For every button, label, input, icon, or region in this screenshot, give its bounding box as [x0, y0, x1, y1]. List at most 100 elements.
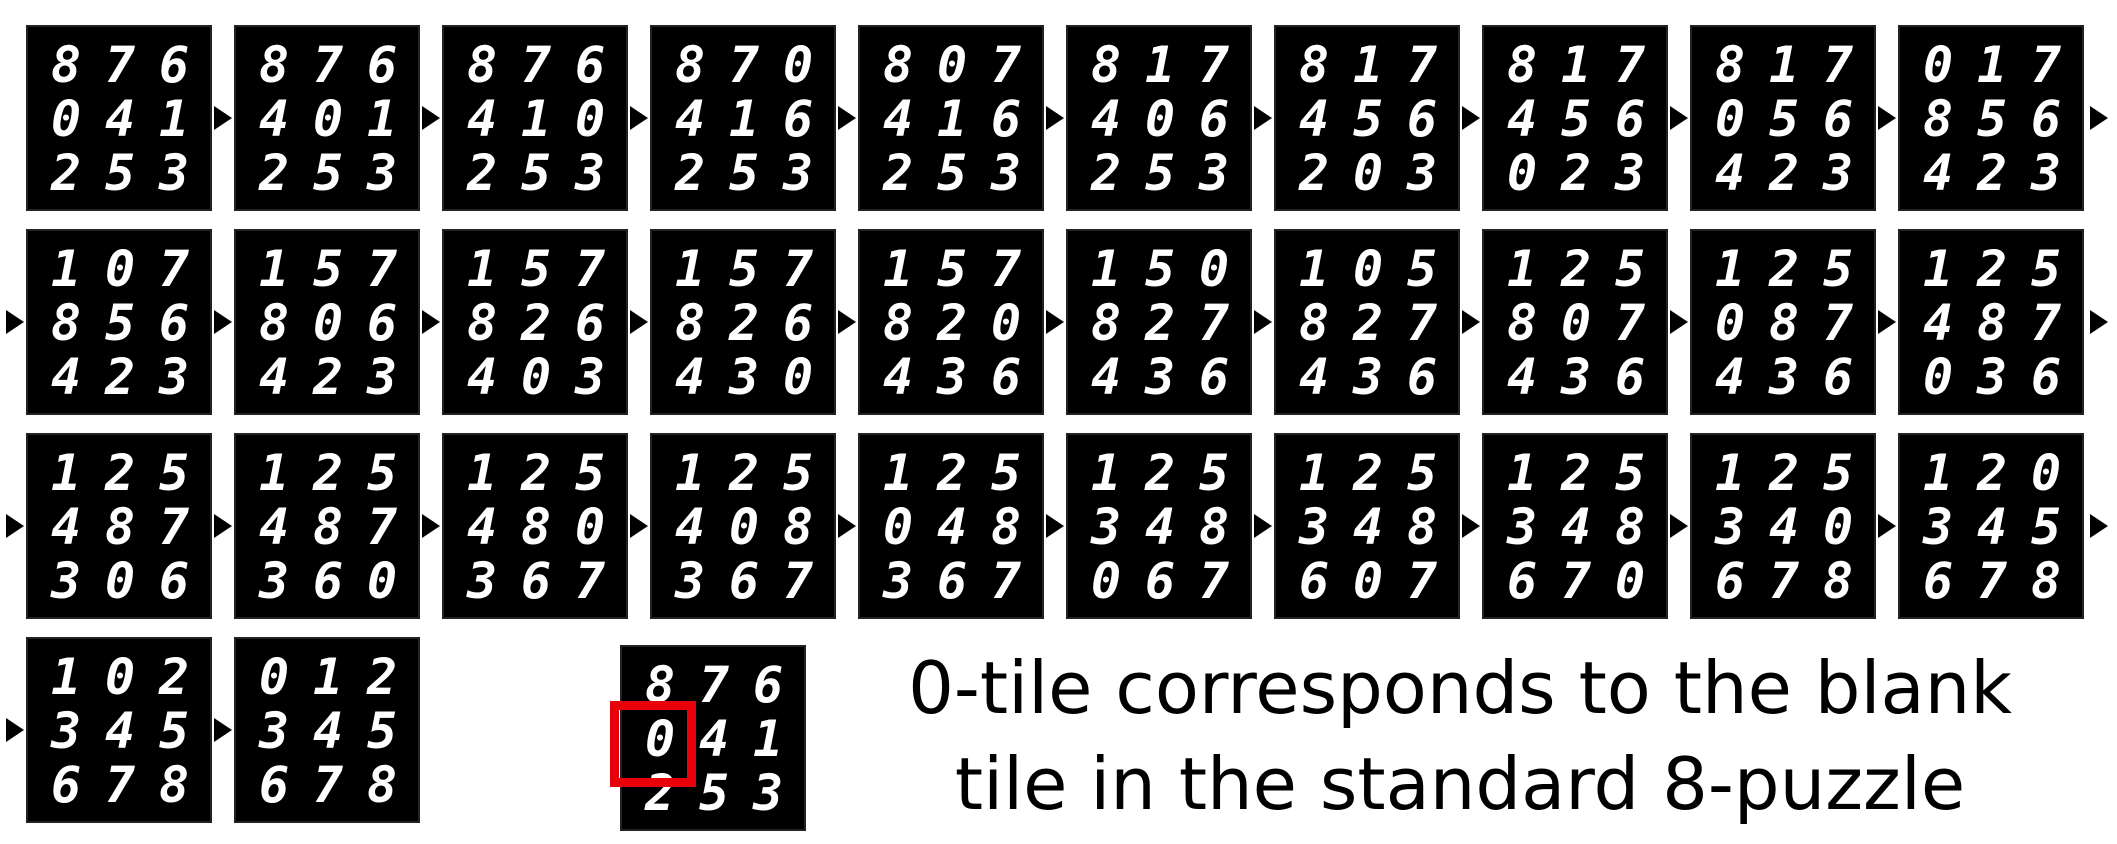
digit-tile: 6 [1614, 348, 1646, 406]
digit-tile: 7 [782, 240, 814, 298]
arrow-icon [630, 514, 648, 538]
digit-tile: 6 [1614, 90, 1646, 148]
digit-tile: 8 [882, 36, 914, 94]
digit-tile: 7 [1822, 294, 1854, 352]
digit-tile: 8 [158, 756, 190, 814]
digit-tile: 7 [2030, 294, 2062, 352]
digit-tile: 5 [1198, 444, 1230, 502]
digit-tile: 5 [1144, 144, 1176, 202]
arrow-icon [838, 514, 856, 538]
digit-tile: 5 [366, 444, 398, 502]
blank-tile: 0 [782, 348, 814, 406]
digit-tile: 1 [1352, 36, 1384, 94]
digit-tile: 8 [258, 36, 290, 94]
digit-tile: 1 [258, 444, 290, 502]
blank-tile: 0 [990, 294, 1022, 352]
digit-tile: 7 [1560, 552, 1592, 610]
blank-tile-highlight [610, 701, 696, 787]
digit-tile: 2 [312, 444, 344, 502]
digit-tile: 8 [50, 294, 82, 352]
arrow-icon [1046, 106, 1064, 130]
digit-tile: 2 [1560, 240, 1592, 298]
blank-tile: 0 [1090, 552, 1122, 610]
digit-tile: 8 [1922, 90, 1954, 148]
digit-tile: 5 [1406, 444, 1438, 502]
digit-tile: 5 [1822, 240, 1854, 298]
digit-tile: 3 [1144, 348, 1176, 406]
digit-tile: 4 [882, 348, 914, 406]
digit-tile: 2 [1768, 240, 1800, 298]
digit-tile: 7 [2030, 36, 2062, 94]
digit-tile: 2 [1352, 444, 1384, 502]
digit-tile: 5 [158, 702, 190, 760]
blank-tile: 0 [1922, 348, 1954, 406]
arrow-icon [1046, 310, 1064, 334]
digit-tile: 1 [50, 444, 82, 502]
digit-tile: 8 [2030, 552, 2062, 610]
digit-tile: 3 [50, 702, 82, 760]
digit-tile: 2 [520, 444, 552, 502]
digit-tile: 4 [104, 702, 136, 760]
digit-tile: 3 [366, 348, 398, 406]
digit-tile: 7 [158, 498, 190, 556]
digit-tile: 8 [1406, 498, 1438, 556]
blank-tile: 0 [1822, 498, 1854, 556]
caption: 0-tile corresponds to the blank tile in … [820, 640, 2100, 832]
blank-tile: 0 [258, 648, 290, 706]
digit-tile: 6 [312, 552, 344, 610]
digit-tile: 7 [1822, 36, 1854, 94]
digit-tile: 1 [520, 90, 552, 148]
digit-tile: 5 [936, 240, 968, 298]
caption-line-2: tile in the standard 8-puzzle [954, 742, 1966, 826]
digit-tile: 7 [782, 552, 814, 610]
digit-tile: 2 [1560, 444, 1592, 502]
blank-tile: 0 [312, 90, 344, 148]
digit-tile: 3 [882, 552, 914, 610]
arrow-icon [214, 718, 232, 742]
digit-tile: 1 [1922, 444, 1954, 502]
digit-tile: 3 [990, 144, 1022, 202]
digit-tile: 6 [990, 90, 1022, 148]
digit-tile: 7 [990, 552, 1022, 610]
digit-tile: 6 [1198, 348, 1230, 406]
blank-tile: 0 [1560, 294, 1592, 352]
digit-tile: 8 [1976, 294, 2008, 352]
digit-tile: 3 [1352, 348, 1384, 406]
digit-tile: 3 [466, 552, 498, 610]
digit-tile: 5 [1144, 240, 1176, 298]
digit-tile: 7 [1406, 552, 1438, 610]
digit-tile: 7 [104, 36, 136, 94]
digit-tile: 2 [1090, 144, 1122, 202]
digit-tile: 8 [520, 498, 552, 556]
arrow-icon [1254, 310, 1272, 334]
digit-tile: 3 [674, 552, 706, 610]
digit-tile: 4 [1768, 498, 1800, 556]
digit-tile: 5 [1768, 90, 1800, 148]
digit-tile: 6 [1714, 552, 1746, 610]
blank-tile: 0 [882, 498, 914, 556]
arrow-icon [1046, 514, 1064, 538]
digit-tile: 8 [466, 294, 498, 352]
arrow-icon [2090, 514, 2108, 538]
blank-tile: 0 [104, 552, 136, 610]
digit-tile: 2 [1976, 144, 2008, 202]
arrow-icon [422, 310, 440, 334]
digit-tile: 1 [466, 240, 498, 298]
digit-tile: 8 [1090, 36, 1122, 94]
digit-tile: 8 [1614, 498, 1646, 556]
digit-tile: 6 [158, 552, 190, 610]
digit-tile: 4 [1922, 294, 1954, 352]
digit-tile: 1 [312, 648, 344, 706]
digit-tile: 4 [674, 348, 706, 406]
blank-tile: 0 [2030, 444, 2062, 502]
digit-tile: 6 [752, 656, 784, 714]
digit-tile: 6 [366, 36, 398, 94]
digit-tile: 4 [466, 348, 498, 406]
